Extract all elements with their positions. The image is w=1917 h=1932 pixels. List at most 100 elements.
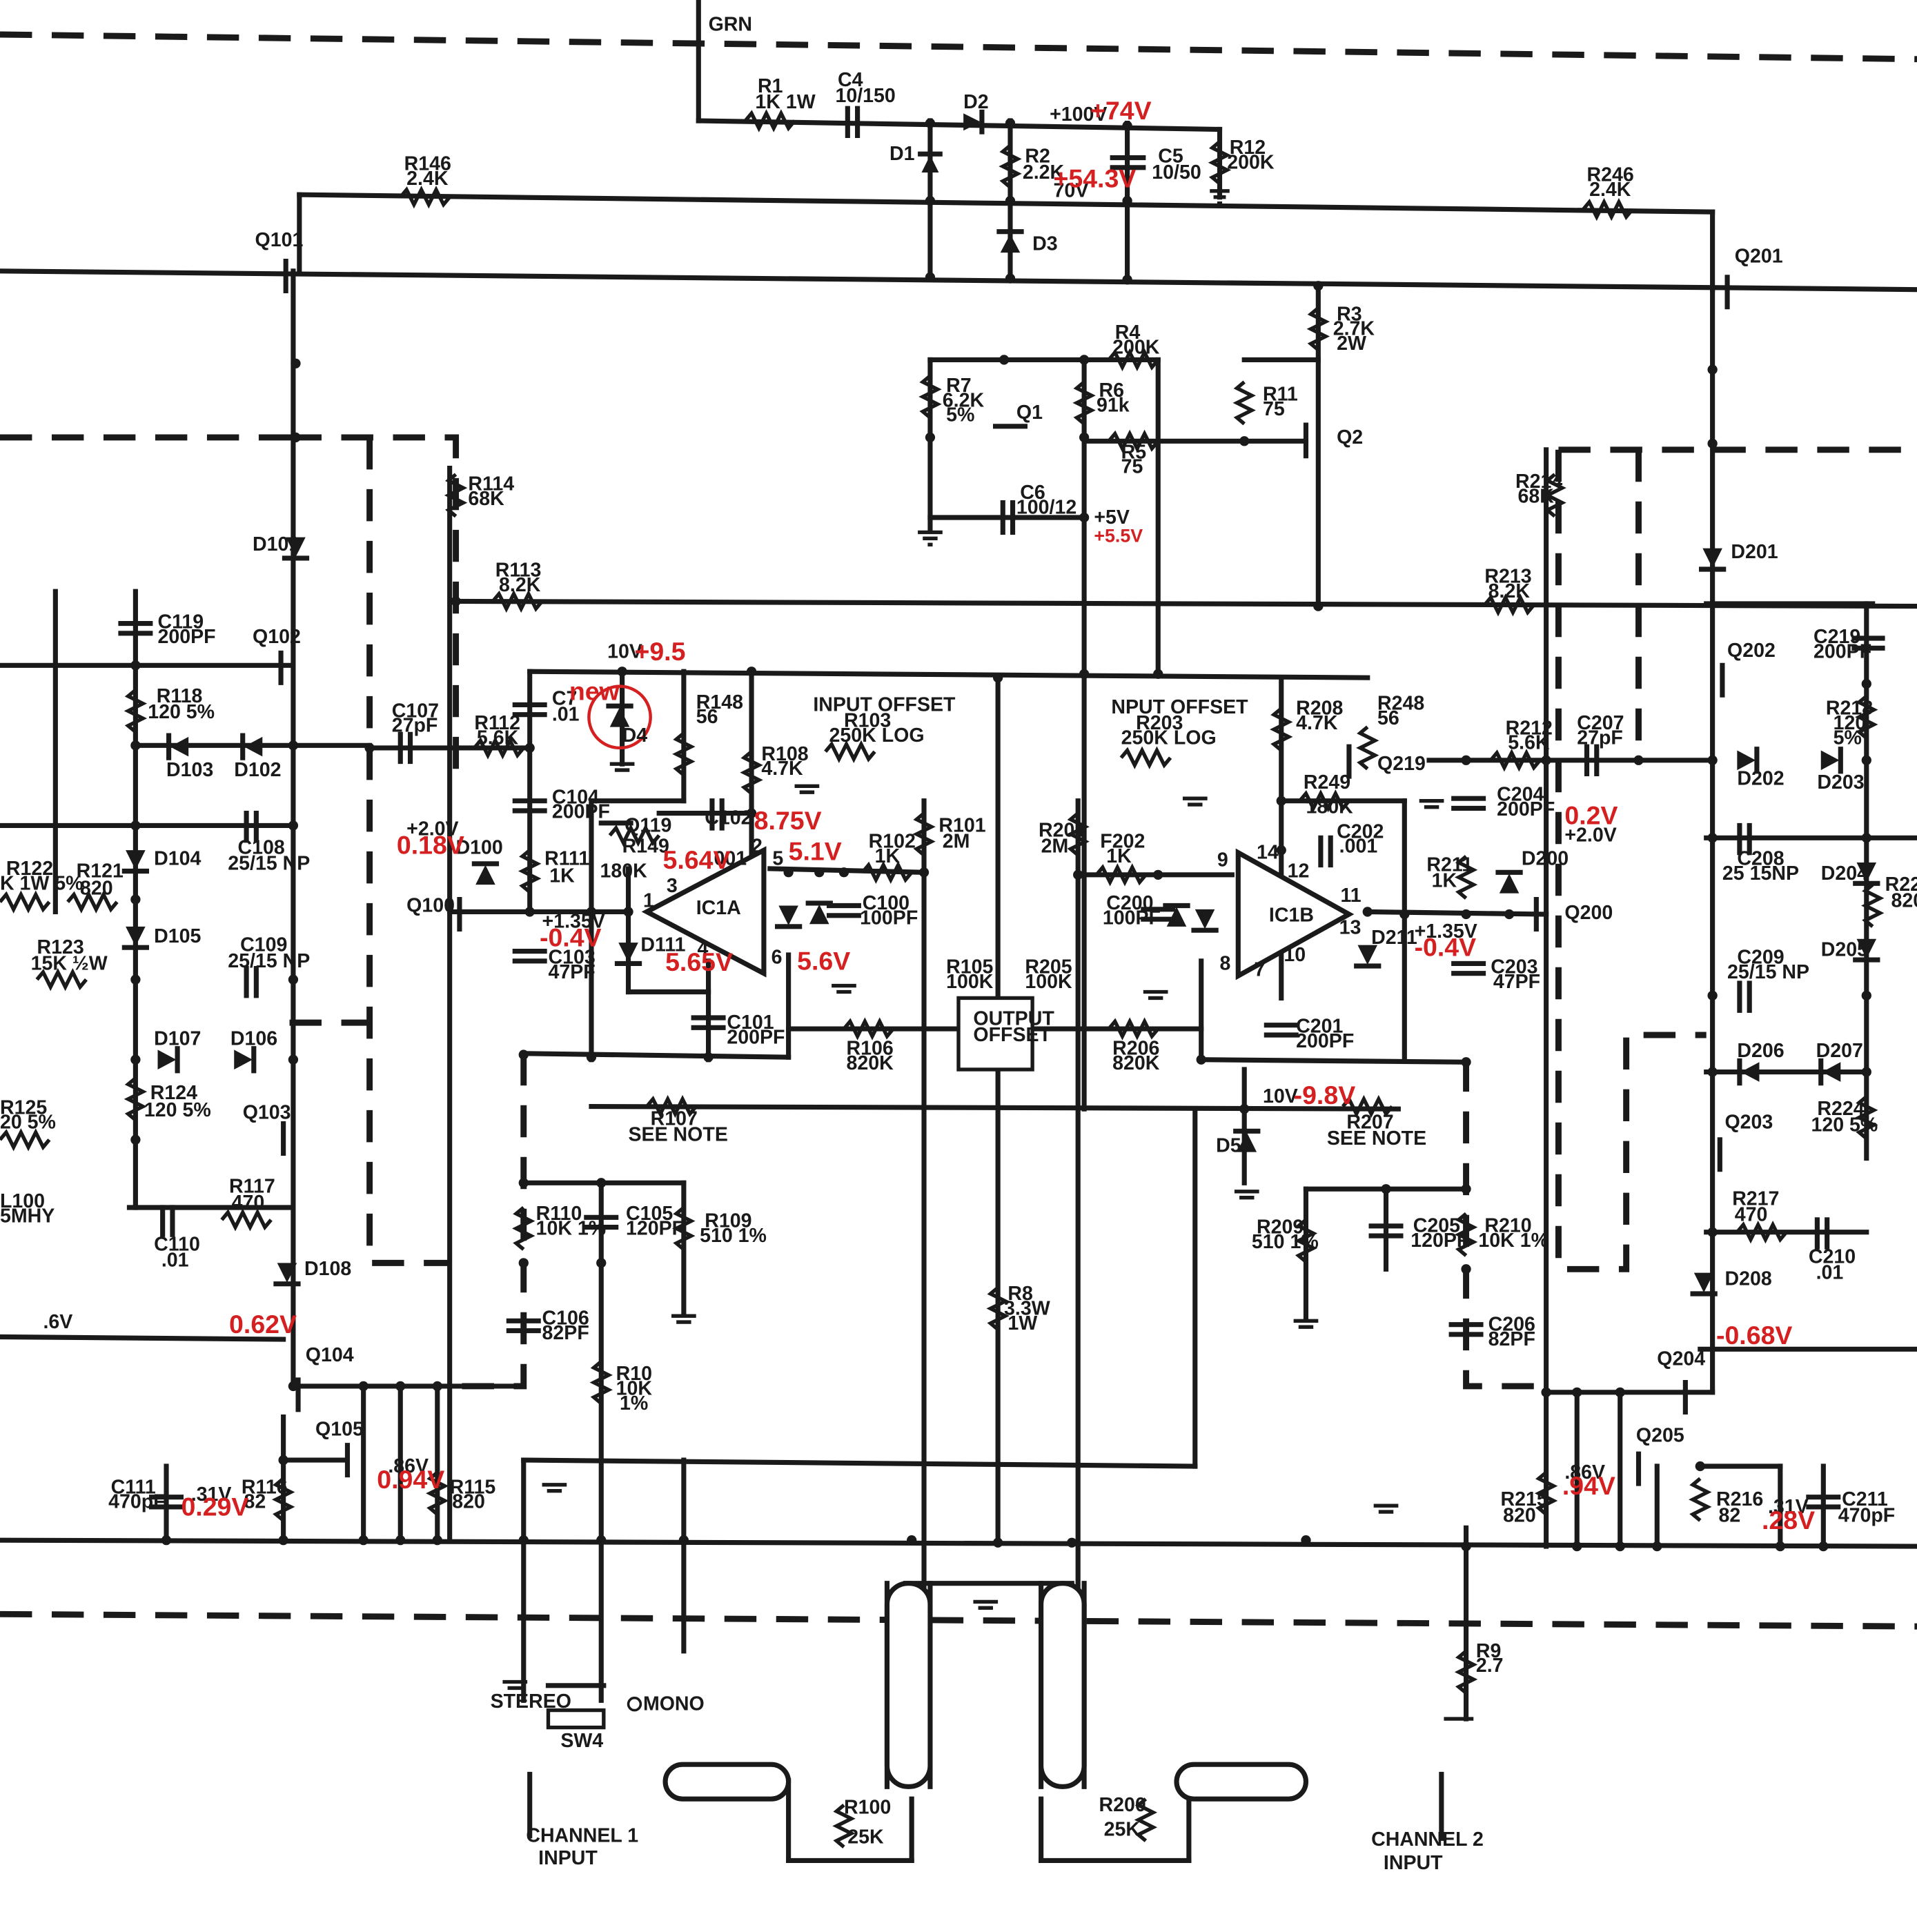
resistor-r7 xyxy=(918,374,942,420)
svg-text:1K: 1K xyxy=(875,845,901,867)
svg-text:C108: C108 xyxy=(238,836,285,858)
svg-text:470: 470 xyxy=(232,1192,265,1214)
annotation-vm04a: -0.4V xyxy=(540,923,602,952)
resistor-r6 xyxy=(1072,380,1096,426)
svg-text:5MHY: 5MHY xyxy=(0,1205,55,1227)
svg-text:R224: R224 xyxy=(1817,1098,1864,1120)
svg-text:8: 8 xyxy=(1219,952,1230,974)
svg-text:C111: C111 xyxy=(111,1476,156,1498)
svg-text:25/15 NP: 25/15 NP xyxy=(228,853,310,875)
svg-text:2W: 2W xyxy=(1337,333,1366,355)
svg-text:C202: C202 xyxy=(1337,820,1384,842)
resistor-r218 xyxy=(1855,694,1878,740)
diode-d2 xyxy=(963,113,981,131)
svg-text:D211: D211 xyxy=(1371,927,1417,949)
svg-text:20 5%: 20 5% xyxy=(0,1112,56,1134)
svg-text:120PF: 120PF xyxy=(1410,1230,1468,1252)
svg-text:56: 56 xyxy=(1377,707,1399,729)
svg-text:56: 56 xyxy=(696,706,718,728)
svg-text:INPUT: INPUT xyxy=(1384,1852,1443,1874)
svg-text:2M: 2M xyxy=(1041,836,1069,858)
annotation-v028: .28V xyxy=(1762,1506,1815,1535)
annotation-v029: 0.29V xyxy=(181,1492,248,1521)
svg-text:C205: C205 xyxy=(1413,1215,1460,1237)
output-offset-box xyxy=(956,996,1034,1072)
resistors xyxy=(0,109,1885,1849)
resistor-r248 xyxy=(1356,725,1379,771)
svg-text:.31V: .31V xyxy=(191,1483,232,1506)
svg-text:R124: R124 xyxy=(150,1082,197,1104)
resistor-r203 xyxy=(1119,746,1172,769)
svg-text:Q100: Q100 xyxy=(406,894,455,916)
resistor-r149 xyxy=(608,824,661,847)
annotation-v95: +9.5 xyxy=(634,637,685,666)
capacitor-c6 xyxy=(1000,500,1016,535)
diode-d101 xyxy=(286,537,306,558)
svg-text:14: 14 xyxy=(1257,842,1279,864)
diode-d211 xyxy=(1357,945,1378,965)
capacitor-c111 xyxy=(149,1495,184,1510)
svg-text:IC1B: IC1B xyxy=(1269,905,1314,927)
svg-text:R201: R201 xyxy=(1039,819,1085,841)
svg-text:3.3W: 3.3W xyxy=(1004,1297,1050,1319)
annotation-v543: +54.3V xyxy=(1053,164,1136,193)
svg-text:R103: R103 xyxy=(844,710,891,732)
svg-text:D2: D2 xyxy=(963,91,988,113)
svg-text:510 1%: 510 1% xyxy=(700,1225,767,1247)
resistor-r125 xyxy=(0,1128,51,1152)
svg-text:R248: R248 xyxy=(1377,693,1424,715)
svg-text:D200: D200 xyxy=(1522,848,1569,870)
svg-text:L100: L100 xyxy=(0,1190,45,1212)
svg-text:820: 820 xyxy=(452,1491,485,1513)
resistor-r12 xyxy=(1208,140,1232,186)
svg-text:C109: C109 xyxy=(240,934,287,956)
svg-text:.31V: .31V xyxy=(1768,1496,1809,1518)
svg-text:R114: R114 xyxy=(468,473,514,495)
capacitor-c205 xyxy=(1368,1223,1404,1239)
resistor-r4 xyxy=(1107,348,1160,372)
svg-text:.86V: .86V xyxy=(388,1455,429,1477)
svg-text:1%: 1% xyxy=(620,1392,648,1414)
svg-text:C5: C5 xyxy=(1158,146,1183,168)
svg-text:K 1W 5%: K 1W 5% xyxy=(0,872,83,894)
svg-text:120: 120 xyxy=(1834,712,1867,734)
capacitor-c105 xyxy=(584,1214,619,1230)
svg-text:C102: C102 xyxy=(705,807,751,829)
svg-text:R118: R118 xyxy=(157,685,203,707)
svg-text:R208: R208 xyxy=(1296,698,1343,720)
diode-d3 xyxy=(1000,234,1021,253)
svg-text:R113: R113 xyxy=(495,560,542,582)
svg-text:D202: D202 xyxy=(1737,767,1784,789)
capacitor-c219 xyxy=(1851,635,1885,651)
svg-text:10V: 10V xyxy=(1263,1085,1298,1107)
resistor-r146 xyxy=(399,186,451,209)
svg-text:25K: 25K xyxy=(847,1826,884,1848)
svg-text:13: 13 xyxy=(1339,917,1361,939)
label-grn: GRN xyxy=(709,14,752,36)
resistor-r118 xyxy=(124,688,148,733)
svg-text:R209: R209 xyxy=(1257,1216,1304,1238)
resistor-r210 xyxy=(1454,1212,1478,1257)
svg-text:R123: R123 xyxy=(37,936,84,958)
svg-text:200PF: 200PF xyxy=(727,1026,785,1048)
svg-text:D1: D1 xyxy=(889,143,915,165)
svg-text:C210: C210 xyxy=(1809,1245,1856,1268)
svg-text:R122: R122 xyxy=(6,858,53,880)
resistor-r9 xyxy=(1454,1649,1478,1695)
resistor-r124 xyxy=(124,1076,148,1122)
svg-text:IC1A: IC1A xyxy=(696,897,741,919)
svg-text:510 1%: 510 1% xyxy=(1252,1231,1319,1253)
svg-text:2.4K: 2.4K xyxy=(1589,179,1631,201)
svg-text:15K ½W: 15K ½W xyxy=(31,952,108,974)
svg-text:R102: R102 xyxy=(869,831,916,853)
transistors xyxy=(278,259,1730,1486)
svg-text:82: 82 xyxy=(1719,1504,1741,1526)
annotation-v094a: 0.94V xyxy=(377,1465,444,1494)
svg-text:5.6K: 5.6K xyxy=(477,727,519,749)
resistor-r5 xyxy=(1107,429,1160,453)
svg-text:25/15 NP: 25/15 NP xyxy=(1727,961,1809,983)
svg-text:4: 4 xyxy=(698,938,709,960)
resistor-r106 xyxy=(842,1017,895,1041)
resistor-r216 xyxy=(1689,1477,1712,1522)
svg-text:5%: 5% xyxy=(1834,727,1862,749)
